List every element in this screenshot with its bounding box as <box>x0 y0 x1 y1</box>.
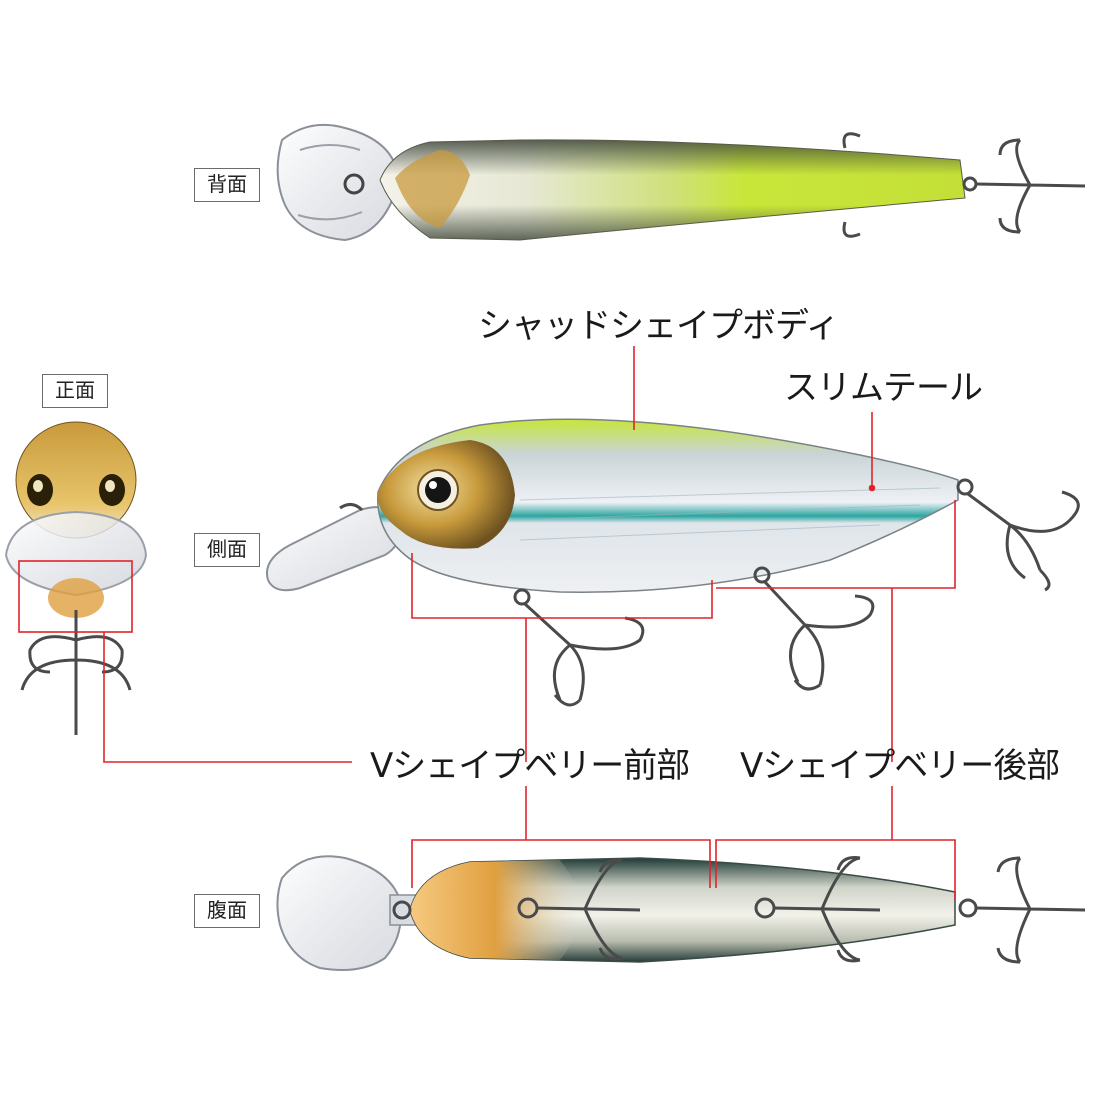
side-body <box>376 418 959 593</box>
bracket-belly-front <box>411 839 711 888</box>
callout-shad-body: シャッドシェイプボディ <box>478 306 840 346</box>
callout-belly-rear: Vシェイプベリー後部 <box>740 746 1060 786</box>
front-view-lure <box>4 421 148 735</box>
belly-tail-hook <box>975 856 1086 964</box>
bracket-side-rear <box>716 500 956 589</box>
top-view-lure <box>276 123 1086 242</box>
label-side-view: 側面 <box>194 533 260 567</box>
side-front-hook <box>523 602 645 707</box>
bracket-belly-rear <box>715 839 956 900</box>
belly-front-hook <box>536 858 641 961</box>
front-treble-hook <box>20 610 132 735</box>
label-belly-view: 腹面 <box>194 894 260 928</box>
leader-lines <box>18 346 956 900</box>
bracket-front-view <box>18 560 133 633</box>
belly-lip <box>276 855 402 971</box>
side-tail-hook <box>967 490 1080 592</box>
leader-front-view <box>103 632 352 763</box>
top-treble-hook <box>975 138 1086 234</box>
belly-rear-hook <box>773 856 881 963</box>
label-top-view: 背面 <box>194 168 260 202</box>
top-lip <box>276 123 400 242</box>
side-rear-hook <box>763 580 875 691</box>
label-front-view: 正面 <box>42 374 108 408</box>
side-view-lure <box>266 418 1080 707</box>
callout-belly-front: Vシェイプベリー前部 <box>370 746 690 786</box>
belly-view-lure <box>276 855 1086 971</box>
bracket-side-front <box>411 553 713 619</box>
callout-slim-tail: スリムテール <box>784 368 983 408</box>
